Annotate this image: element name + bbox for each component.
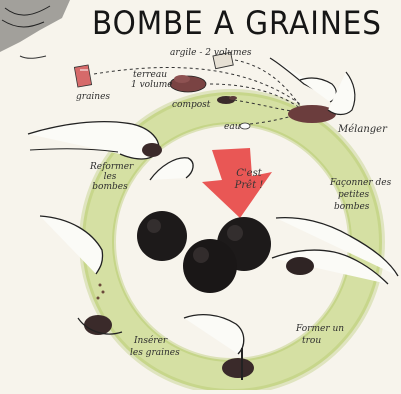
corner-sketch	[0, 0, 70, 58]
center-message-line-1: C'est	[220, 168, 278, 180]
step-label-mix: Mélanger	[338, 125, 387, 135]
center-message: C'est Prêt !	[220, 168, 278, 192]
center-message-line-2: Prêt !	[220, 180, 278, 192]
step-label-shape-1: Façonner des	[330, 178, 391, 188]
step-label-insert-1: Insérer	[134, 336, 167, 346]
ingredient-label-soil-volume: 1 volume	[131, 80, 173, 90]
step-label-hole-2: trou	[302, 336, 321, 346]
ingredient-label-water: eau	[224, 122, 241, 132]
ingredient-label-soil: terreau	[133, 70, 167, 80]
seed-packet-icon	[74, 65, 91, 87]
step-label-hole-1: Former un	[296, 324, 344, 334]
step-label-insert-2: les graines	[130, 348, 180, 358]
ingredient-label-compost: compost	[172, 100, 210, 110]
soil-pile-icon	[170, 75, 206, 92]
step-label-shape-3: bombes	[334, 202, 369, 212]
ingredient-label-clay: argile - 2 volumes	[170, 48, 252, 58]
page-title: BOMBE A GRAINES	[92, 4, 382, 42]
step-label-shape-2: petites	[338, 190, 369, 200]
ingredient-label-seeds: graines	[76, 92, 110, 102]
water-icon	[240, 123, 250, 129]
step-label-reform: Reformer les bombes	[90, 162, 130, 192]
